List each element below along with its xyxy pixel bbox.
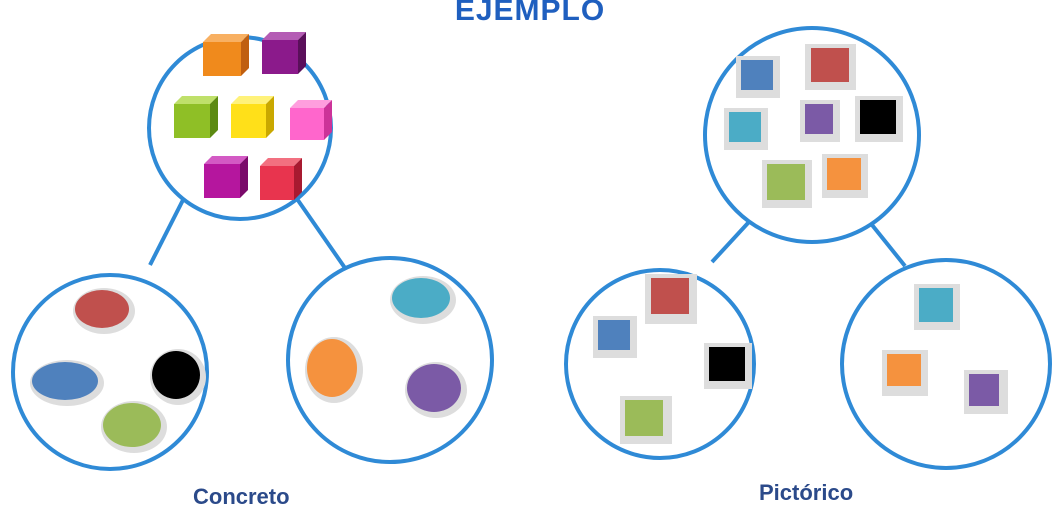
black-square-icon bbox=[855, 96, 903, 142]
teal-square-icon bbox=[724, 108, 768, 150]
green-counter-icon bbox=[101, 401, 167, 453]
red-counter-icon bbox=[73, 288, 135, 334]
orange-square-icon bbox=[882, 350, 928, 396]
pictorial-part-right-circle bbox=[840, 258, 1052, 470]
magenta-cube-icon bbox=[204, 156, 248, 198]
orange-counter-icon bbox=[305, 337, 363, 403]
purple-counter-icon bbox=[405, 362, 467, 418]
pictorial-caption: Pictórico bbox=[759, 480, 854, 505]
green-square-icon bbox=[762, 160, 812, 208]
purple-square-icon bbox=[964, 370, 1008, 414]
red-cube-icon bbox=[260, 158, 302, 200]
purple-cube-icon bbox=[262, 32, 306, 74]
blue-square-icon bbox=[736, 56, 780, 98]
square-group-whole bbox=[724, 44, 903, 208]
red-square-icon bbox=[645, 274, 697, 324]
orange-cube-icon bbox=[203, 34, 249, 76]
green-cube-icon bbox=[174, 96, 218, 138]
green-square-icon bbox=[620, 396, 672, 444]
counter-group-left bbox=[30, 288, 206, 453]
yellow-cube-icon bbox=[231, 96, 274, 138]
orange-square-icon bbox=[822, 154, 868, 198]
square-group-right bbox=[882, 284, 1008, 414]
black-counter-icon bbox=[150, 349, 206, 405]
concrete-connectors bbox=[148, 194, 347, 270]
teal-square-icon bbox=[914, 284, 960, 330]
counter-group-right bbox=[305, 276, 467, 418]
black-square-icon bbox=[704, 343, 752, 389]
pink-cube-icon bbox=[290, 100, 332, 140]
concrete-caption: Concreto bbox=[193, 484, 290, 509]
connector-line bbox=[293, 194, 347, 270]
connector-line bbox=[148, 195, 187, 266]
diagram-title: EJEMPLO bbox=[454, 0, 606, 27]
cube-group bbox=[174, 32, 332, 200]
square-group-left bbox=[593, 274, 752, 444]
purple-square-icon bbox=[800, 100, 840, 142]
teal-counter-icon bbox=[390, 276, 456, 324]
blue-counter-icon bbox=[30, 360, 104, 406]
blue-square-icon bbox=[593, 316, 637, 358]
red-square-icon bbox=[805, 44, 856, 90]
